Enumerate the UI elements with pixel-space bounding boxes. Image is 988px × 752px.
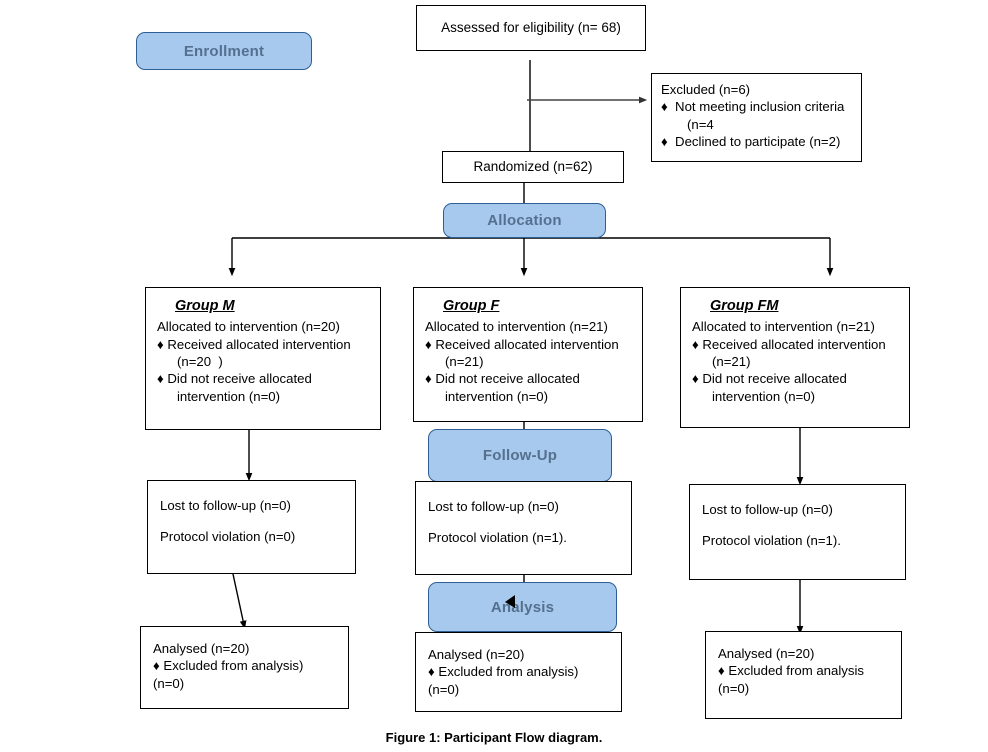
followup-right-protocol: Protocol violation (n=1). [702,533,841,549]
group-m-received: ♦ Received allocated intervention [157,336,351,352]
box-group-m-allocation[interactable]: Group M Allocated to intervention (n=20)… [145,287,381,430]
analysis-middle-excluded-continued: (n=0) [428,681,460,697]
followup-left-protocol: Protocol violation (n=0) [160,529,296,545]
analysis-middle-excluded: ♦ Excluded from analysis) [428,664,579,680]
stage-badge-allocation-label: Allocation [487,212,562,229]
group-m-not-received: ♦ Did not receive allocated [157,371,312,387]
assessed-label: Assessed for eligibility (n= 68) [441,20,621,36]
analysis-right-excluded-continued: (n=0) [718,680,750,696]
box-followup-right[interactable]: Lost to follow-up (n=0) Protocol violati… [689,484,906,580]
group-f-allocated: Allocated to intervention (n=21) [425,319,608,335]
group-f-not-received: ♦ Did not receive allocated [425,371,580,387]
analysis-middle-analysed: Analysed (n=20) [428,647,525,662]
connector-followup-to-analysed-left [232,573,247,630]
box-followup-left[interactable]: Lost to follow-up (n=0) Protocol violati… [147,480,356,574]
analysis-left-excluded-continued: (n=0) [153,675,185,691]
group-fm-received-continued: (n=21) [712,353,751,369]
group-fm-allocated: Allocated to intervention (n=21) [692,319,875,335]
box-excluded[interactable]: Excluded (n=6) ♦ Not meeting inclusion c… [651,73,862,162]
group-fm-not-received: ♦ Did not receive allocated [692,371,847,387]
excluded-item-1-continued: (n=4 [687,116,714,132]
stage-badge-enrollment[interactable]: Enrollment [136,32,312,70]
stage-badge-allocation[interactable]: Allocation [443,203,606,238]
box-group-fm-allocation[interactable]: Group FM Allocated to intervention (n=21… [680,287,910,428]
group-f-received: ♦ Received allocated intervention [425,336,619,352]
stage-badge-analysis-label: Analysis [490,598,555,616]
box-randomized[interactable]: Randomized (n=62) [442,151,624,183]
followup-right-lost: Lost to follow-up (n=0) [702,502,833,517]
box-analysis-left[interactable]: Analysed (n=20) ♦ Excluded from analysis… [140,626,349,709]
followup-left-lost: Lost to follow-up (n=0) [160,498,291,513]
group-f-title: Group F [443,298,500,314]
group-fm-title: Group FM [710,298,779,314]
excluded-item-2: ♦ Declined to participate (n=2) [661,134,841,150]
stage-badge-followup-label: Follow-Up [482,447,558,464]
stage-badge-analysis[interactable]: Analysis [428,582,617,632]
box-group-f-allocation[interactable]: Group F Allocated to intervention (n=21)… [413,287,643,422]
stage-badge-followup[interactable]: Follow-Up [428,429,612,482]
figure-caption: Figure 1: Participant Flow diagram. [385,730,603,745]
group-f-not-received-continued: intervention (n=0) [445,388,548,404]
analysis-right-analysed: Analysed (n=20) [718,646,815,661]
stage-badge-enrollment-label: Enrollment [183,42,265,60]
excluded-title: Excluded (n=6) [661,82,751,97]
followup-middle-spacer [428,515,621,529]
box-analysis-right[interactable]: Analysed (n=20) ♦ Excluded from analysis… [705,631,902,719]
excluded-item-1: ♦ Not meeting inclusion criteria [661,99,845,115]
followup-right-spacer [702,518,895,532]
group-m-not-received-continued: intervention (n=0) [177,388,280,404]
followup-middle-protocol: Protocol violation (n=1). [428,530,567,546]
group-m-received-continued: (n=20 ) [177,353,223,369]
analysis-left-analysed: Analysed (n=20) [153,641,250,656]
box-assessed-for-eligibility[interactable]: Assessed for eligibility (n= 68) [416,5,646,51]
analysis-left-excluded: ♦ Excluded from analysis) [153,658,304,674]
group-m-title: Group M [175,298,235,314]
group-fm-not-received-continued: intervention (n=0) [712,388,815,404]
box-analysis-middle[interactable]: Analysed (n=20) ♦ Excluded from analysis… [415,632,622,712]
group-fm-received: ♦ Received allocated intervention [692,336,886,352]
followup-left-spacer [160,514,345,528]
analysis-right-excluded: ♦ Excluded from analysis [718,663,864,679]
group-m-allocated: Allocated to intervention (n=20) [157,319,340,335]
group-f-received-continued: (n=21) [445,353,484,369]
followup-middle-lost: Lost to follow-up (n=0) [428,499,559,514]
box-followup-middle[interactable]: Lost to follow-up (n=0) Protocol violati… [415,481,632,575]
randomized-label: Randomized (n=62) [473,159,593,175]
